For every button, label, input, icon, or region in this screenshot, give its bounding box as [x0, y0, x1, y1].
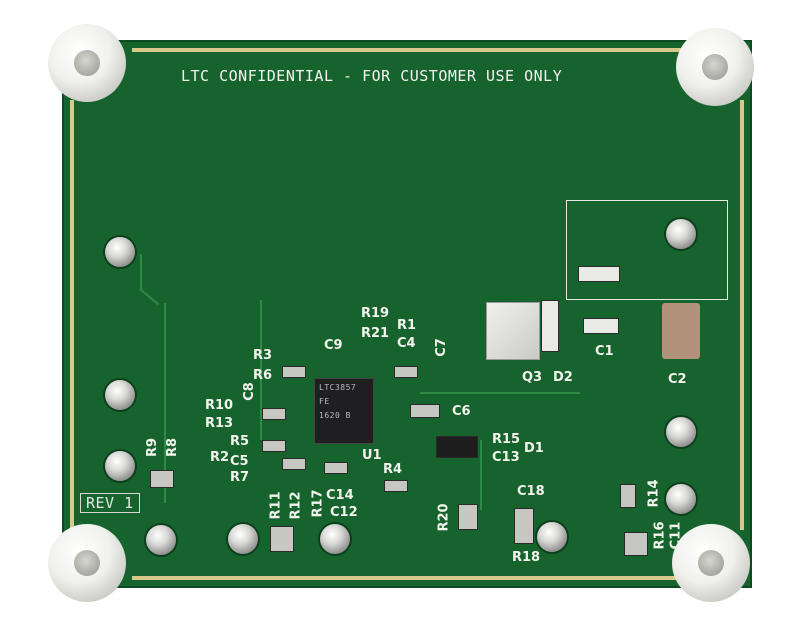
chip-marking-2: FE [319, 397, 330, 406]
label-q3: Q3 [522, 370, 543, 385]
top-edge [132, 48, 692, 52]
pad-left-1 [105, 237, 135, 267]
component-d2 [541, 300, 559, 352]
pad-bottom-4 [537, 522, 567, 552]
label-r1: R1 [397, 318, 417, 333]
label-c4: C4 [397, 336, 416, 351]
label-c7: C7 [433, 338, 449, 357]
right-edge [740, 100, 744, 530]
left-edge [70, 100, 74, 530]
trace [260, 300, 262, 440]
component-d1 [436, 436, 478, 458]
standoff-top-right [676, 28, 754, 106]
label-c14: C14 [326, 488, 354, 503]
smd [270, 526, 294, 552]
label-r14: R14 [646, 479, 662, 508]
smd [410, 404, 440, 418]
smd [514, 508, 534, 544]
label-d1: D1 [524, 441, 544, 456]
label-r12: R12 [288, 491, 304, 520]
label-r10: R10 [205, 398, 234, 413]
revision-label: REV 1 [80, 493, 140, 513]
smd [262, 440, 286, 452]
label-r17: R17 [310, 489, 326, 518]
label-r2: R2 [210, 450, 230, 465]
smd [384, 480, 408, 492]
silk-outline [566, 200, 728, 300]
label-r15: R15 [492, 432, 521, 447]
bottom-edge [132, 576, 692, 580]
standoff-hole [74, 50, 100, 76]
label-r7: R7 [230, 470, 250, 485]
smd [394, 366, 418, 378]
smd [262, 408, 286, 420]
label-r9: R9 [145, 437, 161, 458]
smd [282, 366, 306, 378]
standoff-hole [74, 550, 100, 576]
inductor-q3 [486, 302, 540, 360]
label-r8: R8 [165, 437, 181, 458]
pad-right-1 [666, 219, 696, 249]
label-r18: R18 [512, 550, 541, 565]
smd [620, 484, 636, 508]
label-r16: R16 [652, 521, 668, 550]
component-top-right [578, 266, 620, 282]
chip-marking-3: 1620 B [319, 411, 351, 420]
label-c5: C5 [230, 454, 249, 469]
label-r11: R11 [268, 491, 284, 520]
pad-bottom-2 [228, 524, 258, 554]
smd [324, 462, 348, 474]
trace [480, 440, 482, 510]
pad-left-2 [105, 380, 135, 410]
label-r4: R4 [383, 462, 403, 477]
pad-bottom-1 [146, 525, 176, 555]
trace [140, 254, 142, 289]
label-c13: C13 [492, 450, 520, 465]
label-r21: R21 [361, 326, 390, 341]
label-d2: D2 [553, 370, 573, 385]
trace [164, 303, 166, 503]
label-c18: C18 [517, 484, 545, 499]
smd [282, 458, 306, 470]
label-r6: R6 [253, 368, 273, 383]
trace [420, 392, 580, 394]
ic-u1: LTC3857 FE 1620 B [314, 378, 374, 444]
label-c8: C8 [241, 382, 257, 401]
label-c1: C1 [595, 344, 614, 359]
standoff-hole [698, 550, 724, 576]
pad-bottom-3 [320, 524, 350, 554]
standoff-top-left [48, 24, 126, 102]
label-u1: U1 [362, 448, 382, 463]
pcb-board [62, 40, 752, 588]
label-c11: C11 [668, 521, 684, 550]
label-r19: R19 [361, 306, 390, 321]
capacitor-c2 [662, 303, 700, 359]
label-r13: R13 [205, 416, 234, 431]
pad-right-3 [666, 484, 696, 514]
component-c1 [583, 318, 619, 334]
pad-right-2 [666, 417, 696, 447]
label-r3: R3 [253, 348, 273, 363]
label-c6: C6 [452, 404, 471, 419]
label-c2: C2 [668, 372, 687, 387]
label-c9: C9 [324, 338, 343, 353]
confidential-banner: LTC CONFIDENTIAL - FOR CUSTOMER USE ONLY [181, 67, 563, 85]
smd [458, 504, 478, 530]
smd [624, 532, 648, 556]
smd [150, 470, 174, 488]
chip-marking-1: LTC3857 [319, 383, 357, 392]
label-c12: C12 [330, 505, 358, 520]
pad-left-3 [105, 451, 135, 481]
label-r20: R20 [436, 503, 452, 532]
standoff-bottom-left [48, 524, 126, 602]
standoff-bottom-right [672, 524, 750, 602]
label-r5: R5 [230, 434, 250, 449]
standoff-hole [702, 54, 728, 80]
